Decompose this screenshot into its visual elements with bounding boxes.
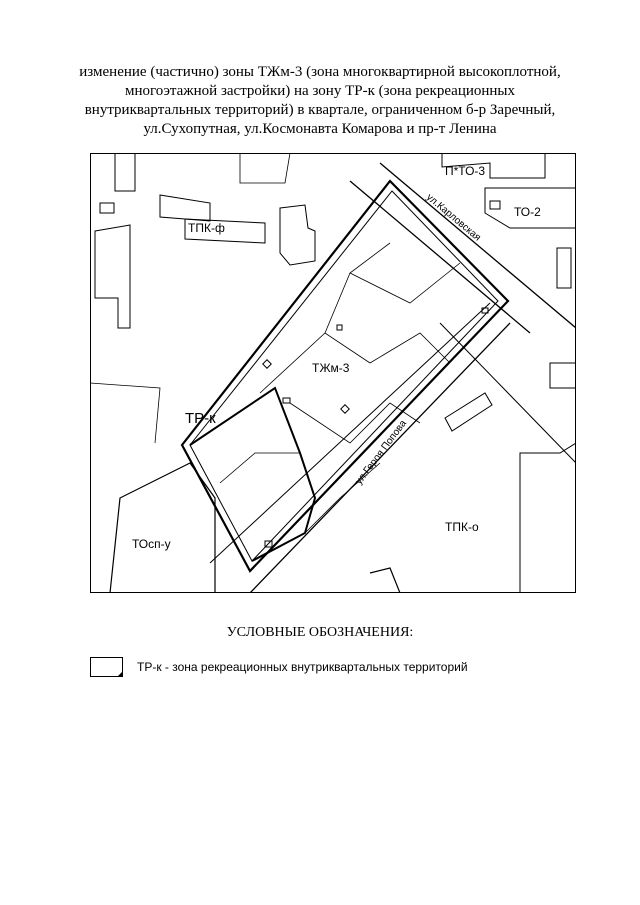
zone-label-tpk-f: ТПК-ф [188, 221, 225, 235]
title-line-3: внутриквартальных территорий) в квартале… [84, 102, 556, 118]
building-nw-1 [114, 153, 136, 192]
legend-heading: УСЛОВНЫЕ ОБОЗНАЧЕНИЯ: [226, 625, 414, 640]
street-label-karlovskaya: ул.Карловская [424, 192, 483, 244]
title-line-2: многоэтажной застройки) на зону ТР-к (зо… [124, 83, 516, 99]
building-tosp-u [109, 462, 216, 593]
building-tpk-o-2 [549, 362, 576, 389]
zone-label-tpk-o: ТПК-о [445, 520, 479, 534]
building-to-2 [484, 187, 576, 229]
geroya-popova-edge-east [249, 322, 511, 593]
title-line-1: изменение (частично) зоны ТЖм-3 (зона мн… [79, 64, 561, 80]
parcel-line-6 [219, 452, 300, 484]
parcel-line-5 [369, 332, 451, 364]
zoning-map: П*ТО-3 ТО-2 ТПК-ф ТЖм-3 ТР-к ТПК-о ТОсп-… [90, 153, 576, 593]
karlovskaya-edge-north [379, 162, 576, 329]
zoning-map-svg: П*ТО-3 ТО-2 ТПК-ф ТЖм-3 ТР-к ТПК-о ТОсп-… [90, 153, 576, 593]
legend-swatch-tr-k [90, 657, 123, 677]
map-title: изменение (частично) зоны ТЖм-3 (зона мн… [70, 63, 570, 139]
block-inner-outline [189, 190, 499, 562]
building-tpk-f-1 [159, 194, 211, 222]
zone-label-tr-k: ТР-к [185, 410, 216, 427]
block-outline [180, 179, 510, 573]
legend-item: ТР-к - зона рекреационных внутрикварталь… [90, 656, 468, 678]
se-road-edge [439, 322, 576, 464]
building-tpk-o-3 [369, 567, 401, 593]
tr-k-boundary [189, 386, 317, 562]
building-nw-3 [99, 202, 115, 214]
parcel-line-3 [349, 262, 461, 304]
building-nw-2 [94, 224, 131, 329]
building-marker-1 [262, 359, 272, 369]
building-marker-4 [336, 324, 343, 331]
geroya-popova-edge-mid [209, 302, 491, 564]
zone-label-to-2: ТО-2 [514, 205, 541, 219]
building-tpk-o-1 [444, 392, 493, 432]
zone-label-tosp-u: ТОсп-у [132, 537, 171, 551]
building-p-to-3 [441, 153, 546, 179]
lot-line-west [90, 382, 161, 444]
zone-label-p-to-3: П*ТО-3 [445, 164, 485, 178]
parcel-line-7 [304, 462, 381, 534]
building-marker-5 [481, 307, 489, 314]
title-line-4: ул.Сухопутная, ул.Космонавта Комарова и … [143, 121, 497, 137]
building-tpk-f-3 [279, 204, 316, 266]
building-marker-3 [282, 397, 291, 404]
zone-label-tzhm-3: ТЖм-3 [312, 361, 350, 375]
legend-item-text: ТР-к - зона рекреационных внутрикварталь… [137, 660, 468, 674]
building-to-2-small [489, 200, 501, 210]
building-marker-2 [340, 404, 350, 414]
building-tpk-f-2 [184, 218, 266, 244]
building-ne-strip [556, 247, 572, 289]
lot-line-north [239, 153, 291, 184]
building-marker-6 [264, 540, 273, 548]
lot-line-tpk-o [519, 442, 576, 593]
parcel-line-4 [289, 402, 421, 444]
